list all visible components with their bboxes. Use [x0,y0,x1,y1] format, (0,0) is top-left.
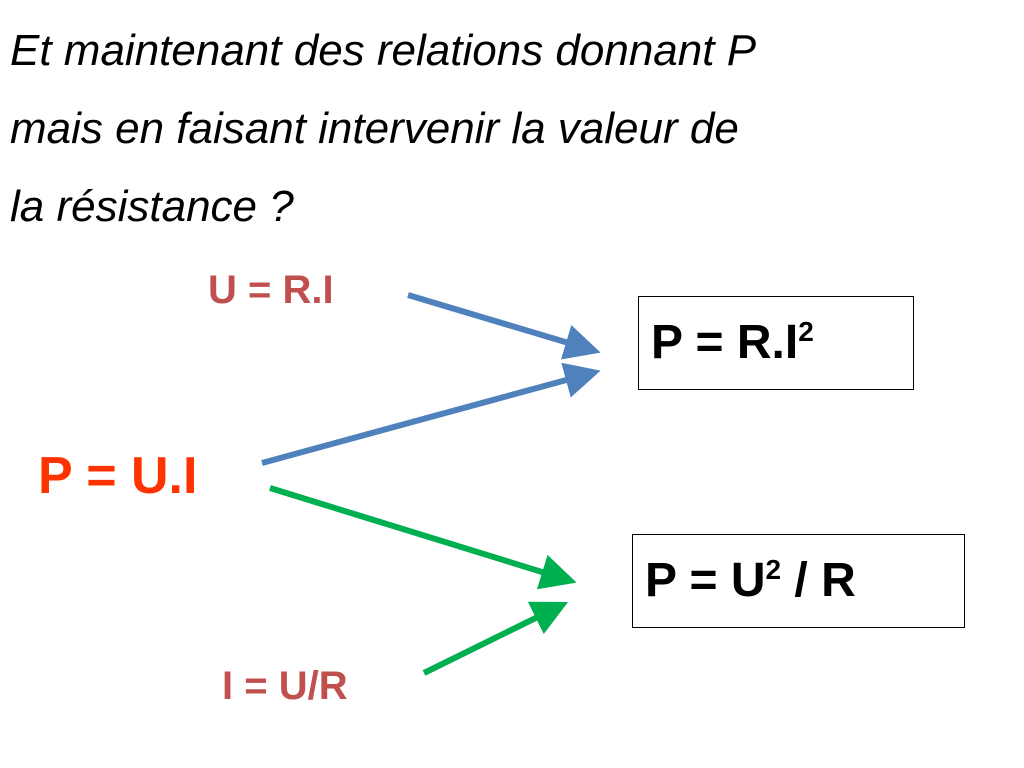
equation-i-equals-u-over-r: I = U/R [222,664,348,708]
title-line-3: la résistance ? [10,182,294,231]
result-p-u2r-suffix: / R [781,554,856,607]
equation-u-equals-ri: U = R.I [208,268,334,312]
arrow-p-ui-to-p-u2r [269,485,577,590]
title-line-1: Et maintenant des relations donnant P [10,26,757,75]
result-box-p-ri2: P = R.I2 [638,296,914,390]
result-p-u2r-exponent: 2 [765,554,782,585]
result-p-u2-over-r: P = U2 / R [645,553,856,609]
slide-title: Et maintenant des relations donnant P ma… [10,12,1010,246]
result-box-p-u2-over-r: P = U2 / R [632,534,965,628]
result-p-ri2: P = R.I2 [651,315,814,371]
result-p-ri2-base: P = R.I [651,316,799,369]
result-p-ri2-exponent: 2 [798,316,814,347]
arrow-u-ri-to-p-ri2 [407,292,601,360]
result-p-u2r-base: P = U [645,554,766,607]
arrow-p-ui-to-p-ri2 [261,362,601,466]
arrow-i-ur-to-p-u2r [422,601,569,676]
title-line-2: mais en faisant intervenir la valeur de [10,104,739,153]
equation-p-equals-ui: P = U.I [38,447,198,505]
